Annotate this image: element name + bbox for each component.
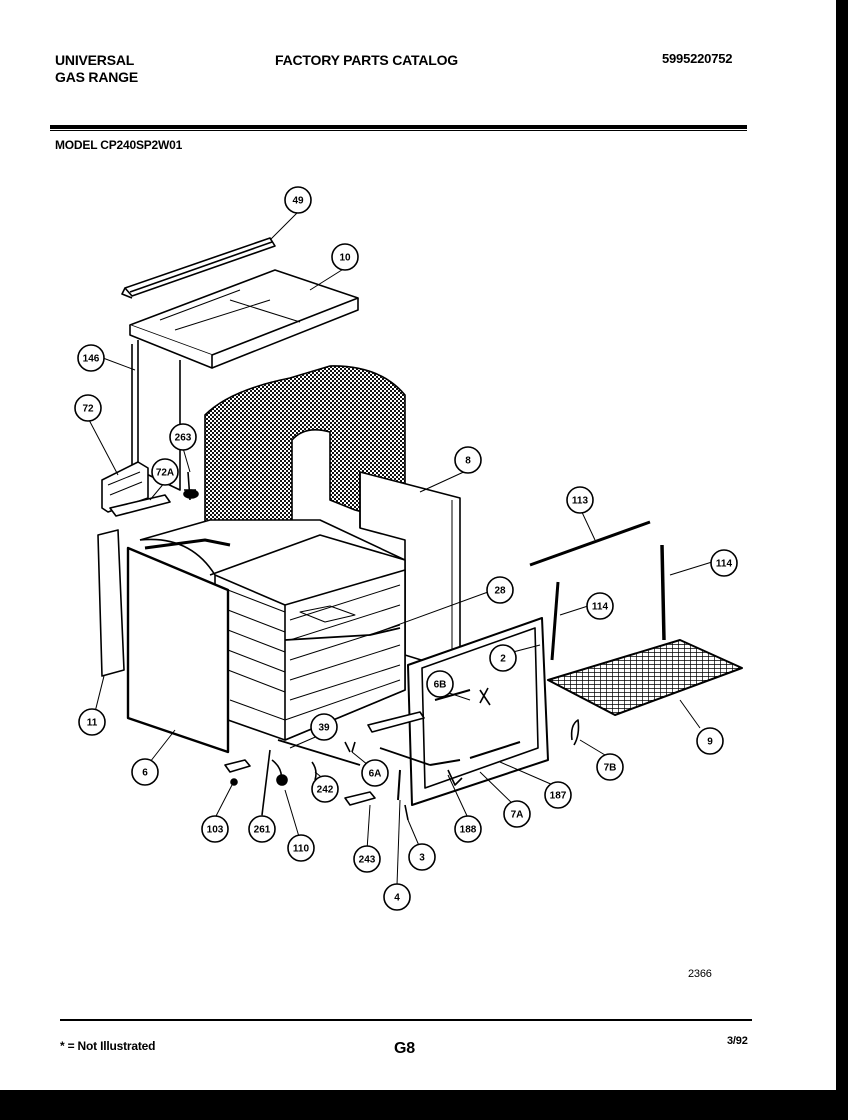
- callout-label: 103: [207, 825, 224, 836]
- callout-label: 6: [142, 768, 148, 779]
- callout-6: 6: [131, 758, 159, 786]
- callout-label: 6B: [434, 680, 447, 691]
- part-11-side-trim: [97, 529, 125, 677]
- callout-188: 188: [454, 815, 482, 843]
- callout-label: 9: [707, 737, 713, 748]
- part-49-top-trim: [121, 237, 276, 299]
- header-rule-thin: [50, 130, 747, 131]
- bottom-hardware: [224, 711, 463, 821]
- brand-line-1: UNIVERSAL: [55, 52, 135, 68]
- callout-6B: 6B: [426, 670, 454, 698]
- callout-4: 4: [383, 883, 411, 911]
- callout-72A: 72A: [151, 458, 179, 486]
- callout-263: 263: [169, 423, 197, 451]
- callout-label: 10: [339, 253, 351, 264]
- callout-label: 28: [494, 586, 506, 597]
- model-number: MODEL CP240SP2W01: [55, 138, 183, 152]
- callout-label: 72A: [156, 468, 174, 479]
- callout-label: 49: [292, 196, 304, 207]
- callout-11: 11: [78, 708, 106, 736]
- catalog-number: 5995220752: [662, 51, 733, 66]
- callout-label: 3: [419, 853, 425, 864]
- callout-6A: 6A: [361, 759, 389, 787]
- callout-9: 9: [696, 727, 724, 755]
- callout-242: 242: [311, 775, 339, 803]
- callout-label: 4: [394, 893, 400, 904]
- callout-114: 114: [710, 549, 738, 577]
- callout-114: 114: [586, 592, 614, 620]
- part-9-rack: [547, 639, 743, 716]
- callout-label: 11: [87, 718, 98, 729]
- footer-rule: [60, 1019, 752, 1021]
- callout-146: 146: [77, 344, 105, 372]
- revision-date: 3/92: [727, 1035, 748, 1047]
- part-113-rod: [529, 520, 651, 567]
- part-8-side-panel-right: [359, 471, 461, 673]
- callout-label: 187: [550, 791, 567, 802]
- callout-39: 39: [310, 713, 338, 741]
- callout-label: 7A: [511, 810, 524, 821]
- callout-7B: 7B: [596, 753, 624, 781]
- leader-lines: [87, 211, 713, 886]
- callout-110: 110: [287, 834, 315, 862]
- part-6-side-panel-left: [126, 546, 230, 754]
- callout-243: 243: [353, 845, 381, 873]
- header-rule: [50, 125, 747, 129]
- callout-3: 3: [408, 843, 436, 871]
- callout-labels: 49101467226372A81131141142826B116396A242…: [74, 186, 738, 911]
- callout-label: 261: [254, 825, 271, 836]
- callout-28: 28: [486, 576, 514, 604]
- callout-49: 49: [284, 186, 312, 214]
- callout-label: 39: [318, 723, 330, 734]
- callout-label: 114: [592, 602, 609, 613]
- catalog-title: FACTORY PARTS CATALOG: [275, 52, 458, 68]
- scan-border: [0, 1090, 848, 1120]
- callout-2: 2: [489, 644, 517, 672]
- page-code: G8: [394, 1040, 415, 1057]
- callout-label: 8: [465, 456, 471, 467]
- callout-113: 113: [566, 486, 594, 514]
- callout-8: 8: [454, 446, 482, 474]
- callout-103: 103: [201, 815, 229, 843]
- callout-label: 114: [716, 559, 733, 570]
- callout-261: 261: [248, 815, 276, 843]
- callout-label: 242: [317, 785, 334, 796]
- callout-label: 113: [572, 496, 589, 507]
- callout-187: 187: [544, 781, 572, 809]
- not-illustrated-legend: * = Not Illustrated: [60, 1039, 156, 1053]
- callout-label: 243: [359, 855, 376, 866]
- callout-7A: 7A: [503, 800, 531, 828]
- callout-label: 188: [460, 825, 477, 836]
- callout-72: 72: [74, 394, 102, 422]
- brand-line-2: GAS RANGE: [55, 69, 138, 85]
- callout-label: 2: [500, 654, 506, 665]
- callout-label: 263: [175, 433, 192, 444]
- part-114-rods: [550, 544, 666, 661]
- callout-label: 110: [293, 844, 310, 855]
- callout-label: 146: [83, 354, 100, 365]
- part-72-bracket: [101, 461, 171, 517]
- callout-label: 7B: [604, 763, 617, 774]
- callout-10: 10: [331, 243, 359, 271]
- callout-label: 6A: [369, 769, 382, 780]
- callout-label: 72: [82, 404, 94, 415]
- part-263-valve: [183, 471, 199, 501]
- part-10-top-panel: [129, 269, 359, 369]
- part-7B-clip: [570, 719, 580, 746]
- drawing-code: 2366: [688, 968, 712, 980]
